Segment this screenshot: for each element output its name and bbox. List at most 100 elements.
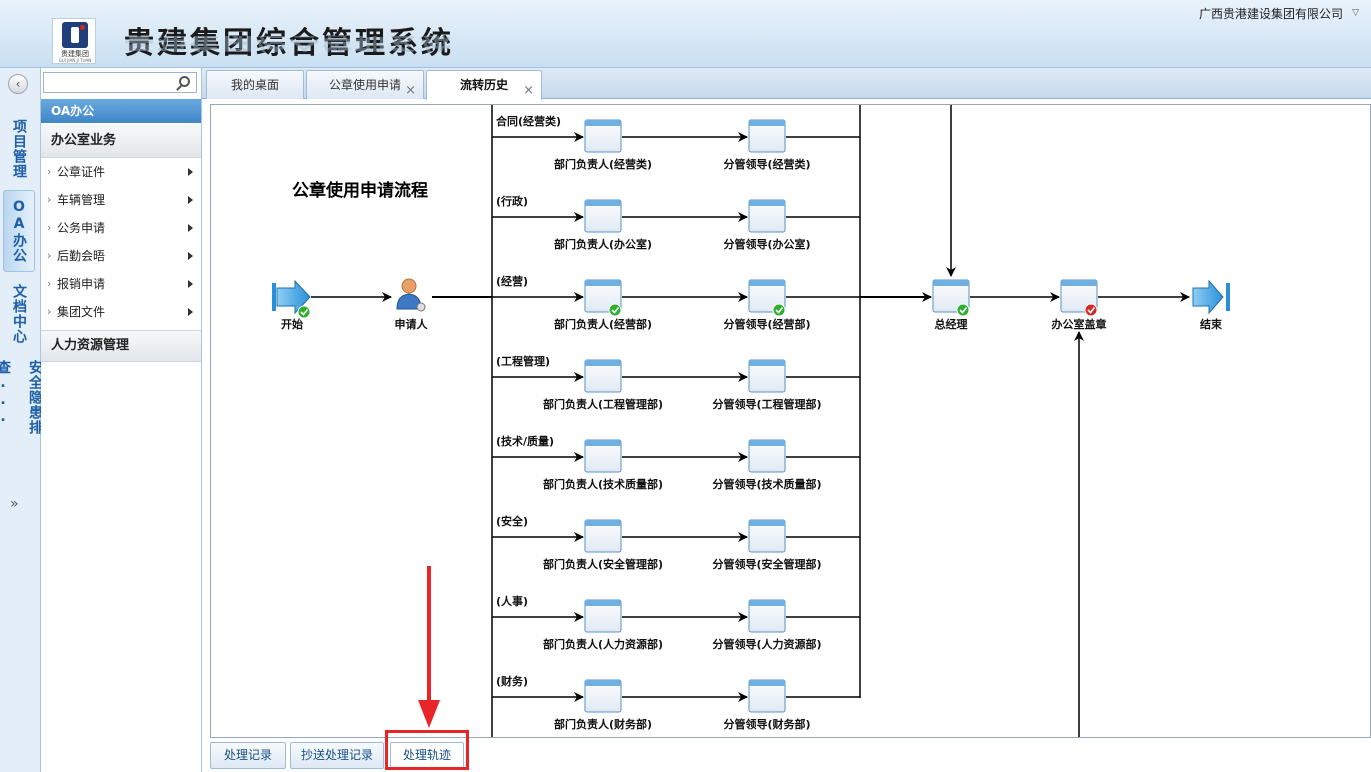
close-icon[interactable]: × (405, 83, 416, 98)
node-label: 分管领导(办公室) (723, 237, 810, 251)
sidebar-item-label: 公章证件 (57, 165, 106, 179)
task-header (749, 360, 785, 366)
branch-row: (财务)部门负责人(财务部)分管领导(财务部) (492, 674, 860, 731)
sidebar-item-vehicle[interactable]: › 车辆管理 (41, 186, 201, 214)
check-icon (956, 303, 970, 317)
task-header (585, 360, 621, 366)
search-input[interactable] (44, 73, 174, 92)
tab-label: 公章使用申请 (328, 78, 401, 92)
node-leader[interactable]: 分管领导(经营类) (723, 119, 811, 171)
strip-tab-oa[interactable]: OA办公 (3, 190, 35, 272)
node-label: 分管领导(安全管理部) (712, 557, 821, 571)
strip-tab-safety[interactable]: 安全隐患排查... (0, 360, 43, 435)
node-leader[interactable]: 分管领导(技术质量部) (712, 439, 822, 491)
user-head-icon (401, 278, 417, 294)
search-box (43, 72, 197, 93)
tab-seal-application[interactable]: 公章使用申请 × (306, 70, 424, 99)
chevron-right-icon: › (47, 165, 52, 178)
tab-my-desktop[interactable]: 我的桌面 (206, 70, 304, 99)
chevron-right-icon: › (47, 221, 52, 234)
sidebar-item-reimburse[interactable]: › 报销申请 (41, 270, 201, 298)
sidebar-item-official[interactable]: › 公务申请 (41, 214, 201, 242)
node-leader[interactable]: 分管领导(经营部) (723, 279, 811, 331)
sidebar-item-seal[interactable]: › 公章证件 (41, 158, 201, 186)
check-mark (959, 307, 968, 314)
tab-bar: 我的桌面 公章使用申请 × 流转历史 × (202, 68, 1371, 100)
sidebar-item-label: 后勤会晤 (57, 249, 106, 263)
task-header (585, 200, 621, 206)
task-header (749, 200, 785, 206)
node-leader[interactable]: 分管领导(办公室) (723, 199, 811, 251)
task-header (749, 600, 785, 606)
chevron-down-icon[interactable]: ▽ (1352, 8, 1359, 18)
node-label: 分管领导(工程管理部) (712, 397, 821, 411)
logo-mark-icon (62, 22, 88, 48)
close-icon[interactable]: × (523, 83, 534, 98)
system-title-reflection: 贵建集团综合管理系统 (124, 36, 454, 52)
branch-label: (工程管理) (496, 354, 550, 368)
branch-label: (技术/质量) (496, 434, 554, 448)
submenu-arrow-icon (188, 196, 193, 204)
start-bar (272, 283, 276, 311)
branch-row: (技术/质量)部门负责人(技术质量部) 分管领导(技术质量部) (492, 434, 860, 491)
node-leader[interactable]: 分管领导(人力资源部) (712, 599, 822, 651)
task-header (585, 520, 621, 526)
node-leader[interactable]: 分管领导(工程管理部) (712, 359, 822, 411)
logo-text-en: GUI JIAN JI TUAN (58, 58, 92, 63)
collapse-left-icon[interactable]: ‹ (8, 74, 28, 94)
sidebar-item-label: 公务申请 (57, 221, 106, 235)
sidebar-group-office[interactable]: 办公室业务 (41, 124, 201, 158)
strip-tab-docs[interactable]: 文档中心 (11, 284, 27, 344)
node-label: 部门负责人(财务部) (554, 717, 652, 731)
node-general-manager[interactable]: 总经理 (932, 279, 970, 331)
chevron-right-icon: › (47, 249, 52, 262)
task-header (585, 440, 621, 446)
task-header (933, 280, 969, 286)
check-icon (772, 303, 786, 317)
node-leader[interactable]: 分管领导(财务部) (723, 679, 811, 731)
node-dept-head[interactable]: 部门负责人(工程管理部) (543, 359, 663, 411)
branch-label: (经营) (496, 274, 528, 288)
tab-label: 流转历史 (459, 78, 508, 92)
node-applicant[interactable]: 申请人 (395, 278, 429, 331)
sidebar-item-label: 集团文件 (57, 305, 106, 319)
bottom-tab-records[interactable]: 处理记录 (210, 742, 286, 769)
logo-text-cn: 贵建集团 (61, 50, 89, 58)
end-bar (1226, 283, 1230, 311)
search-icon[interactable] (179, 76, 190, 87)
node-label: 办公室盖章 (1052, 317, 1107, 331)
sidebar-item-group-docs[interactable]: › 集团文件 (41, 298, 201, 326)
node-dept-head[interactable]: 部门负责人(财务部) (554, 679, 652, 731)
flow-content-panel: 公章使用申请流程 开始 申请人 合同(经营类)部门负责 (210, 104, 1371, 738)
node-dept-head[interactable]: 部门负责人(人力资源部) (543, 599, 663, 651)
end-arrow-icon (1192, 279, 1224, 315)
tab-flow-history[interactable]: 流转历史 × (426, 70, 542, 100)
bottom-tab-cc-records[interactable]: 抄送处理记录 (290, 742, 384, 769)
sidebar-group-hr[interactable]: 人力资源管理 (41, 330, 201, 362)
chevron-right-icon: › (47, 277, 52, 290)
submenu-arrow-icon (188, 168, 193, 176)
node-dept-head[interactable]: 部门负责人(技术质量部) (543, 439, 663, 491)
node-office-seal[interactable]: 办公室盖章 (1052, 279, 1107, 331)
node-dept-head[interactable]: 部门负责人(安全管理部) (543, 519, 663, 571)
branch-row: (工程管理)部门负责人(工程管理部) 分管领导(工程管理部) (492, 354, 860, 411)
sidebar-item-logistics[interactable]: › 后勤会晤 (41, 242, 201, 270)
node-leader[interactable]: 分管领导(安全管理部) (712, 519, 822, 571)
expand-more-icon[interactable]: » (10, 496, 19, 512)
node-dept-head[interactable]: 部门负责人(经营部) (554, 279, 652, 331)
tab-label: 我的桌面 (230, 78, 279, 92)
strip-tab-project[interactable]: 项目管理 (11, 119, 27, 179)
check-mark (300, 309, 309, 316)
node-dept-head[interactable]: 部门负责人(办公室) (554, 199, 652, 251)
check-mark (611, 307, 620, 314)
company-selector[interactable]: 广西贵港建设集团有限公司 (1198, 7, 1343, 21)
node-label: 部门负责人(安全管理部) (543, 557, 663, 571)
check-icon (608, 303, 622, 317)
branch-label: (行政) (496, 194, 528, 208)
task-header (1061, 280, 1097, 286)
node-end[interactable]: 结束 (1192, 279, 1230, 331)
node-start[interactable]: 开始 (272, 279, 311, 331)
node-dept-head[interactable]: 部门负责人(经营类) (554, 119, 652, 171)
node-label: 开始 (281, 317, 303, 331)
sidebar-item-label: 车辆管理 (57, 193, 106, 207)
